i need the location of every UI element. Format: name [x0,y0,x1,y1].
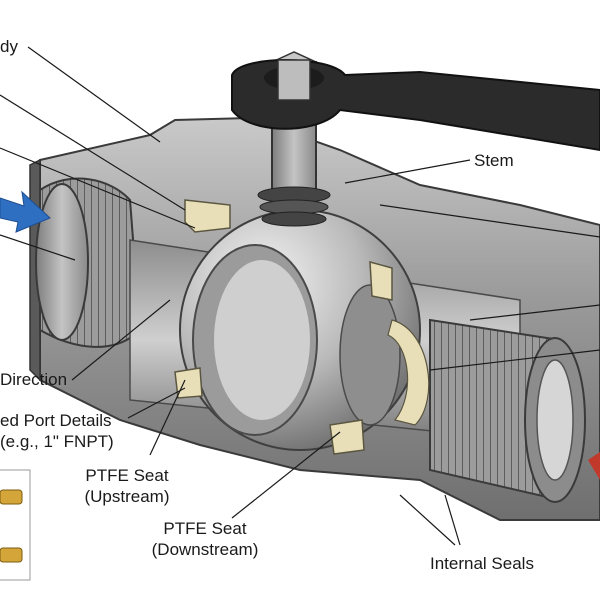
left-threaded-port [35,177,142,348]
ptfe-seats [174,199,430,455]
label-port-line1: ed Port Details [0,411,112,430]
lever-handle [231,59,600,152]
red-accent [588,452,600,480]
label-direction: Direction [0,370,68,389]
label-seat-downstream-line1: PTFE Seat [163,519,247,538]
right-arrow-icon [0,190,51,233]
label-body: dy [0,37,18,56]
valve-ball [179,209,421,451]
label-seat-downstream-line2: (Downstream) [151,540,259,559]
label-stem: Stem [474,151,514,170]
right-threaded-port [429,318,586,503]
leader-lines [0,46,600,546]
label-port-line2: (e.g., 1" FNPT) [0,432,114,451]
gold-bar-icon [0,469,31,581]
label-seat-upstream-line2: (Upstream) [84,487,170,506]
label-seat-upstream-line1: PTFE Seat [85,466,169,485]
label-internal-seals: Internal Seals [430,554,534,573]
